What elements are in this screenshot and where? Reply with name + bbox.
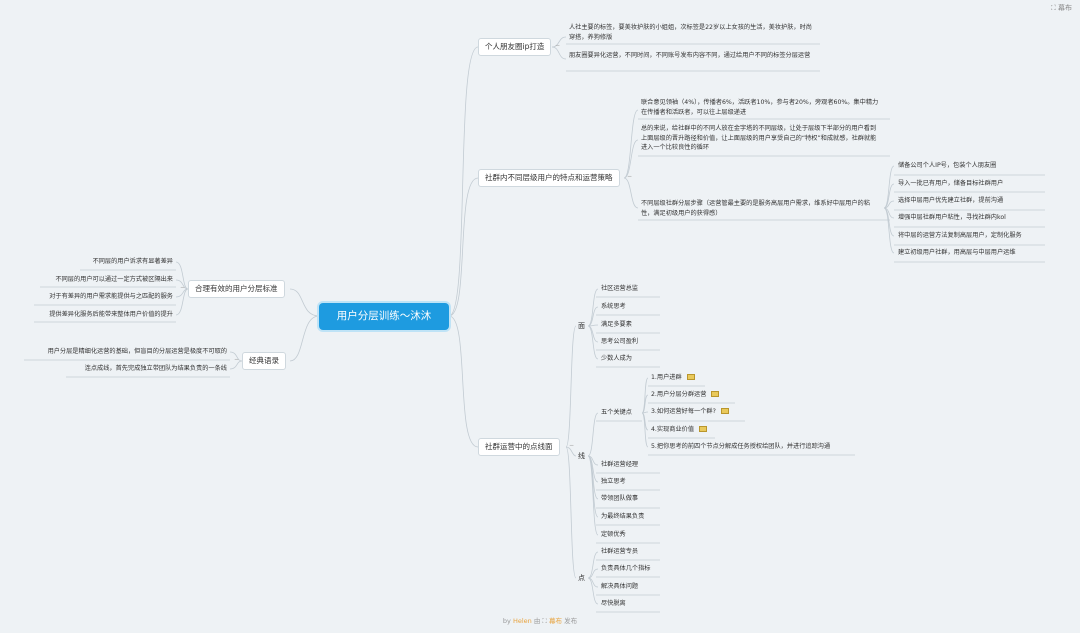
key-points-label: 五个关键点 (601, 409, 632, 416)
step-item: 导入一批已有用户，储备目标社群用户 (898, 180, 1004, 187)
quote-item: 连点成线，首先完成独立带团队为结果负责的一条线 (84, 365, 227, 372)
note-icon[interactable] (711, 391, 720, 397)
standard-item: 对于有差异的用户需求能提供与之匹配的服务 (49, 293, 173, 300)
dian-item: 解决具体问题 (601, 583, 639, 590)
collapse-icon[interactable]: − (569, 442, 575, 449)
xian-item: 社群运营经理 (601, 461, 639, 468)
key-item: 5.把你思考的前四个节点分解成任务授权给团队，并进行追踪沟通 (651, 443, 831, 450)
xian-item: 带领团队做事 (601, 495, 639, 502)
note: 总的来说，给社群中的不同人放在金字塔的不同层级，让处于层级下半部分的用户看到上面… (641, 125, 877, 151)
root-node[interactable]: 用户分层训练～沐沐 (319, 303, 449, 330)
branch-layer-standard[interactable]: 合理有效的用户分层标准 (188, 280, 285, 298)
dian-item: 社群运营专员 (601, 548, 639, 555)
dian-item: 负责具体几个指标 (601, 565, 651, 572)
xian-item: 为最终结果负责 (601, 513, 645, 520)
note: 朋友圈要异化运营，不同时间，不同账号发布内容不同，通过给用户不同的标签分层运营 (569, 52, 811, 59)
expand-icon: ⛶ (1050, 4, 1058, 12)
step-item: 储备公司个人IP号，包装个人朋友圈 (898, 162, 997, 169)
step-item: 建立初级用户社群，用高层与中层用户运维 (898, 249, 1016, 256)
dian-item: 尽快脱离 (601, 600, 626, 607)
quote-item: 用户分层是精细化运营的基础，但盲目的分层运营是极度不可取的 (47, 348, 227, 355)
label-mian: 面 (578, 322, 585, 330)
note-icon[interactable] (699, 426, 708, 432)
label-dian: 点 (578, 574, 585, 582)
standard-item: 不同层的用户可以通过一定方式被区隔出来 (55, 276, 173, 283)
standard-item: 提供差异化服务后能带来整体用户价值的提升 (49, 311, 173, 318)
mian-item: 少数人成为 (601, 355, 632, 362)
note: 联合意见领袖（4%），传播者6%，活跃者10%，参与者20%，旁观者60%。集中… (641, 99, 879, 116)
branch-community-levels[interactable]: 社群内不同层级用户的特点和运营策略 (478, 169, 620, 187)
collapse-icon[interactable]: − (555, 42, 561, 49)
xian-item: 定顿优秀 (601, 531, 626, 538)
note: 人社主要的标签，要美妆护肤的小姐姐，次标签是22岁以上女孩的生活，美妆护肤，时尚… (569, 24, 812, 41)
key-item: 2.用户分层分群运营 (651, 390, 720, 400)
key-item: 1.用户进群 (651, 373, 695, 383)
mian-item: 满足多要素 (601, 321, 632, 328)
mian-item: 社区运营总监 (601, 285, 639, 292)
step-item: 增强中层社群用户粘性，寻找社群内kol (898, 214, 1006, 221)
mubu-logo-icon: ⛶ (542, 617, 547, 625)
key-item: 3.如何运营好每一个群? (651, 407, 729, 417)
collapse-icon[interactable]: − (234, 356, 240, 363)
branch-point-line-plane[interactable]: 社群运营中的点线面 (478, 438, 560, 456)
step-item: 将中层的运营方法复制高层用户，定制化服务 (898, 232, 1022, 239)
mubu-brand[interactable]: ⛶ 幕布 (1051, 3, 1072, 13)
note-icon[interactable] (720, 408, 729, 414)
step-item: 选择中层用户优先建立社群，提前沟通 (898, 197, 1004, 204)
branch-personal-ip[interactable]: 个人朋友圈ip打造 (478, 38, 552, 56)
note-icon[interactable] (686, 374, 695, 380)
branch-quotes[interactable]: 经典语录 (242, 352, 286, 370)
note: 不同层级社群分层步骤（运营管最主要的是服务高层用户需求，维系好中层用户的粘性，满… (641, 200, 870, 217)
mian-item: 系统思考 (601, 303, 626, 310)
label-xian: 线 (578, 452, 585, 460)
brand-label: 幕布 (1058, 4, 1072, 12)
mian-item: 思考公司盈利 (601, 338, 639, 345)
key-item: 4.实现商业价值 (651, 425, 708, 435)
collapse-icon[interactable]: − (180, 284, 186, 291)
xian-item: 独立思考 (601, 478, 626, 485)
footer-credit: by Helen 由 ⛶ 幕布 发布 (502, 617, 578, 625)
standard-item: 不同层的用户诉求有显著差异 (92, 258, 173, 265)
collapse-icon[interactable]: − (627, 173, 633, 180)
